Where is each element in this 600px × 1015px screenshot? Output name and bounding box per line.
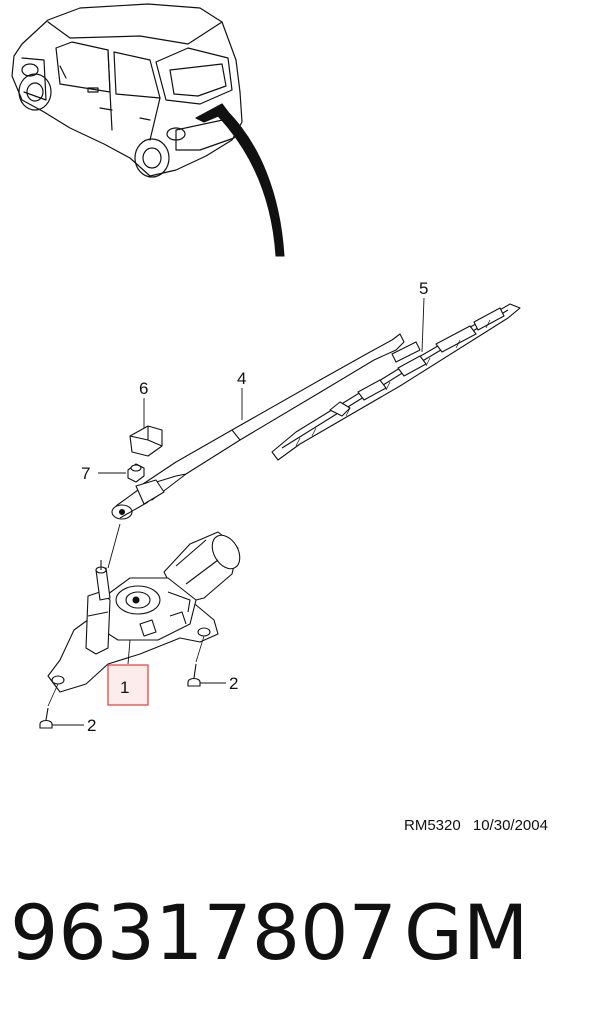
wiper-blade: [271, 303, 521, 461]
callout-4: 4: [237, 369, 246, 388]
callout-6: 6: [139, 379, 148, 398]
screw: [39, 707, 53, 729]
pivot-cap: [129, 425, 163, 457]
diagram-reference: RM5320 10/30/2004: [404, 817, 548, 834]
car-illustration: [11, 3, 243, 178]
callout-2-left: 2: [87, 716, 96, 735]
leader-lines: [52, 297, 425, 726]
reference-code: RM5320: [404, 817, 461, 834]
assembly-line: [47, 683, 59, 707]
brand-name: GM: [404, 888, 529, 977]
indicator-arrow: [217, 109, 285, 257]
reference-date: 10/30/2004: [472, 817, 548, 834]
callout-1: 1: [120, 678, 129, 697]
pivot-nut: [127, 463, 145, 483]
callout-2-right: 2: [229, 674, 238, 693]
part-number: 96317807: [10, 888, 397, 977]
parts-diagram: 1 2 2 4 5 6 7: [11, 3, 521, 735]
assembly-line: [107, 523, 121, 569]
wiper-arm: [111, 333, 421, 520]
highlight-box: [107, 664, 149, 706]
wiper-motor: [47, 531, 241, 693]
callout-5: 5: [419, 279, 428, 298]
screw: [187, 663, 201, 687]
assembly-line: [195, 635, 205, 663]
callout-7: 7: [81, 464, 90, 483]
part-footer: 96317807 GM: [10, 888, 590, 978]
